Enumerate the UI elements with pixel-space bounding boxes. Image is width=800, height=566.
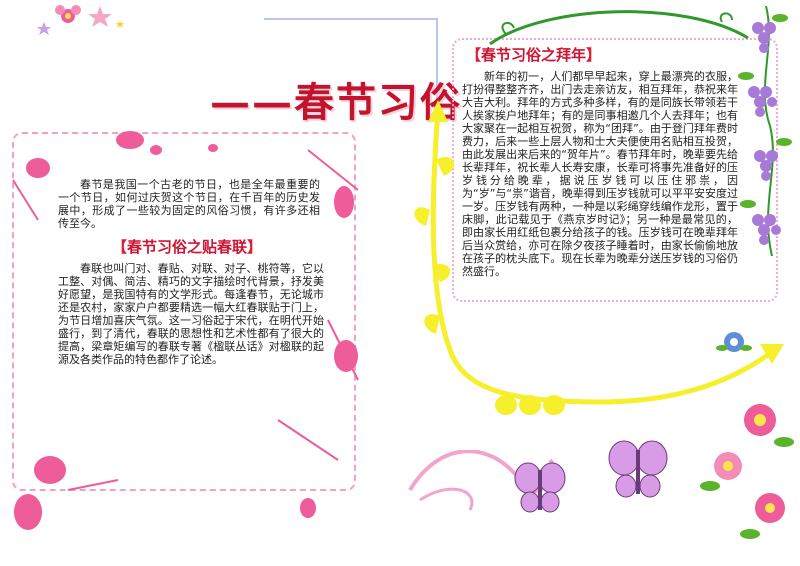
leaf-icon <box>700 437 794 539</box>
grape-icon <box>752 22 776 53</box>
heading-bracket-open: 【 <box>466 46 482 64</box>
grape-icon <box>754 150 778 181</box>
leaf-icon <box>738 14 792 208</box>
butterfly-icon <box>514 462 566 513</box>
newyear-section-heading: 【春节习俗之拜年】 <box>466 44 601 65</box>
heading-text: 春节习俗之贴春联 <box>127 238 248 256</box>
leaf-icon <box>414 157 455 334</box>
page-title: ——春节习俗 <box>210 79 462 126</box>
title-decor-line-horizontal <box>264 18 438 20</box>
right-text-frame <box>452 38 778 302</box>
heading-text: 春节习俗之拜年 <box>481 46 587 64</box>
intro-paragraph: 春节是我国一个古老的节日，也是全年最重要的一个节日，如何过庆贺这个节日，在千百年… <box>58 178 320 230</box>
couplet-paragraph: 春联也叫门对、春贴、对联、对子、桃符等，它以工整、对偶、简洁、精巧的文字描绘时代… <box>58 262 324 366</box>
vine-dot-decorations <box>495 395 565 415</box>
grape-vine-decoration <box>738 6 792 257</box>
title-decor-line-vertical <box>436 18 438 114</box>
star-icon <box>37 22 51 35</box>
arrow-up-icon <box>428 100 448 122</box>
grape-icon <box>748 86 777 117</box>
grape-icon <box>752 214 781 245</box>
flower-icon <box>714 452 742 480</box>
flower-icon <box>755 493 785 523</box>
pink-blob-decorations <box>12 131 359 530</box>
star-icon <box>88 6 112 27</box>
newyear-paragraph: 新年的初一，人们都早早起来，穿上最漂亮的衣服，打扮得整整齐齐，出门去走亲访友，相… <box>462 70 738 278</box>
couplet-section-heading: 【春节习俗之贴春联】 <box>112 236 262 257</box>
heading-bracket-close: 】 <box>247 238 263 256</box>
yellow-vine-decoration <box>414 100 784 415</box>
pink-flower-cluster <box>700 404 794 539</box>
flower-icon <box>55 5 81 23</box>
heading-bracket-close: 】 <box>586 46 602 64</box>
flower-cluster-icon <box>37 5 124 35</box>
vine-icon <box>489 10 749 46</box>
flower-icon <box>744 404 776 436</box>
arrow-right-icon <box>760 344 784 364</box>
left-text-frame <box>12 132 356 491</box>
butterfly-icon <box>608 440 668 498</box>
star-icon <box>116 20 124 28</box>
heading-bracket-open: 【 <box>112 238 128 256</box>
flower-icon <box>716 332 752 352</box>
